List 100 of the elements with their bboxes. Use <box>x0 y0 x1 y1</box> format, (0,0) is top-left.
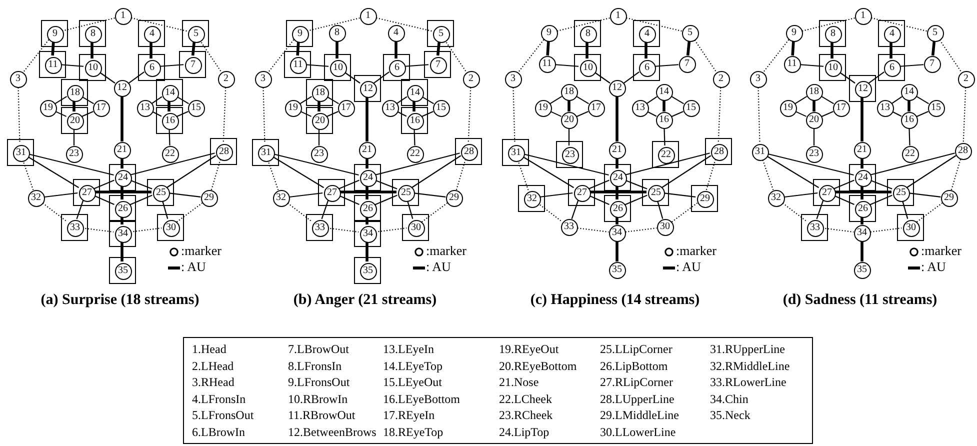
connector-line <box>338 180 360 190</box>
marker-node: 1 <box>610 8 626 24</box>
marker-node: 32 <box>768 190 784 206</box>
marker-node: 7 <box>678 56 696 72</box>
table-cell: 4.LFronsIn <box>192 392 246 407</box>
connector-line <box>152 111 162 117</box>
marker-node: 8 <box>824 26 842 42</box>
marker-node: 9 <box>786 24 802 42</box>
marker-node: 20 <box>66 112 84 130</box>
dotted-line <box>694 40 717 72</box>
marker-node: 26 <box>114 200 132 218</box>
marker-node: 10 <box>824 60 842 76</box>
marker-node: 27 <box>574 184 590 202</box>
marker-node: 34 <box>114 226 132 242</box>
marker-node: 30 <box>902 220 920 236</box>
connector-line <box>662 155 712 188</box>
stream-box <box>138 20 164 46</box>
connector-line <box>821 96 834 104</box>
table-cell: 11.RBrowOut <box>288 408 356 424</box>
table-cell: 18.REyeTop <box>383 425 444 440</box>
connector-line <box>768 154 854 176</box>
marker-node: 16 <box>900 112 918 128</box>
connector-line <box>168 128 170 146</box>
marker-node: 12 <box>854 80 872 98</box>
legend-label: : AU <box>676 259 701 275</box>
marker-node: 25 <box>892 184 910 202</box>
stream-box <box>354 194 380 222</box>
marker-node: 24 <box>114 170 132 186</box>
marker-node: 2 <box>462 70 480 88</box>
marker-node: 4 <box>144 26 160 42</box>
connector-line <box>305 64 329 67</box>
marker-node: 7 <box>430 56 446 74</box>
stream-box <box>252 138 278 166</box>
stream-box <box>178 50 206 78</box>
legend-label: : AU <box>921 259 946 275</box>
table-cell: 10.RBrowIn <box>288 392 348 407</box>
stream-box <box>400 106 428 134</box>
connector-line <box>374 194 398 206</box>
stream-box <box>632 54 660 80</box>
table-cell: 23.RCheek <box>499 408 553 424</box>
connector-line <box>396 96 408 104</box>
marker-node: 16 <box>406 112 424 130</box>
marker-node: 12 <box>608 80 626 96</box>
stream-box <box>60 214 88 240</box>
marker-node: 8 <box>328 24 346 42</box>
connector-line <box>576 96 589 104</box>
connector-line <box>374 180 398 190</box>
marker-node: 14 <box>406 84 424 102</box>
marker-node: 24 <box>610 170 626 186</box>
marker-node: 22 <box>902 146 918 162</box>
marker-node: 17 <box>92 100 110 116</box>
stream-box <box>72 178 100 206</box>
dotted-line <box>62 18 115 32</box>
connector-line <box>272 156 324 188</box>
connector-line <box>576 110 588 118</box>
marker-node: 25 <box>398 184 414 202</box>
connector-line <box>624 72 640 84</box>
legend-label: :marker <box>181 243 222 259</box>
stream-box <box>318 178 344 206</box>
marker-node: 34 <box>608 224 626 242</box>
marker-node: 19 <box>534 100 552 116</box>
marker-node: 2 <box>958 70 974 88</box>
thick-line <box>860 158 864 168</box>
thick-line <box>590 190 646 194</box>
thick-line <box>168 100 170 112</box>
marker-node: 27 <box>324 184 340 202</box>
dotted-line <box>222 87 226 143</box>
marker-node: 18 <box>560 84 578 100</box>
connector-line <box>166 155 216 188</box>
marker-node: 30 <box>162 220 180 236</box>
thick-line <box>644 42 648 58</box>
connector-line <box>908 128 910 146</box>
table-cell: 15.LEyeOut <box>383 375 442 390</box>
table-cell: 27.RLipCorner <box>600 375 673 390</box>
stream-box <box>878 54 904 80</box>
stream-box <box>502 138 528 166</box>
thick-line <box>890 42 892 58</box>
marker-node: 10 <box>330 60 346 76</box>
connector-line <box>892 96 902 104</box>
dotted-line <box>706 158 716 190</box>
thick-line <box>616 96 618 142</box>
marker-node: 14 <box>900 84 918 100</box>
connector-line <box>300 96 312 104</box>
stream-box <box>354 74 380 102</box>
marker-node: 5 <box>188 26 204 42</box>
connector-line <box>152 96 162 104</box>
marker-node: 28 <box>216 144 232 160</box>
stream-box <box>156 106 182 134</box>
connector-line <box>908 192 941 198</box>
dotted-line <box>176 202 202 222</box>
marker-node: 29 <box>446 190 462 206</box>
thick-line <box>336 42 338 58</box>
marker-node: 16 <box>656 112 672 128</box>
table-cell: 14.LEyeTop <box>383 358 442 374</box>
thick-line <box>150 42 152 58</box>
marker-node: 30 <box>656 218 674 236</box>
thick-line <box>860 96 864 142</box>
connector-line <box>795 111 807 117</box>
marker-node: 33 <box>560 218 578 236</box>
thick-line <box>394 42 398 58</box>
